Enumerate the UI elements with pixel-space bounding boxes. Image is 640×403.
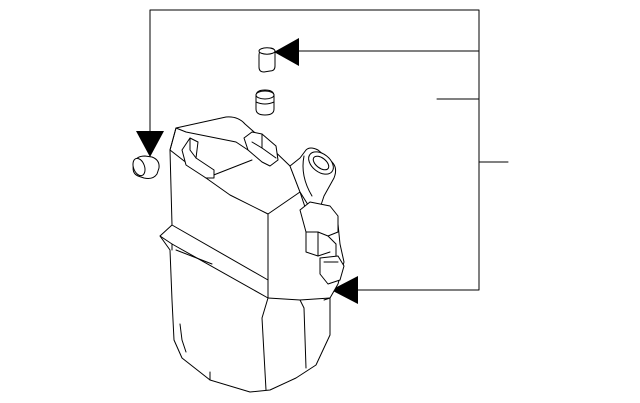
grommet-plug-left (132, 155, 160, 179)
grommet-plug-medium (255, 89, 275, 116)
leader-lines (149, 9, 509, 291)
washer-reservoir-tank (159, 116, 345, 393)
grommet-plug-small (258, 47, 276, 73)
arrowhead-down-left (136, 131, 164, 157)
arrowhead-top-plug (274, 38, 299, 66)
arrowhead-reservoir (331, 276, 358, 304)
arrowheads (136, 38, 358, 304)
